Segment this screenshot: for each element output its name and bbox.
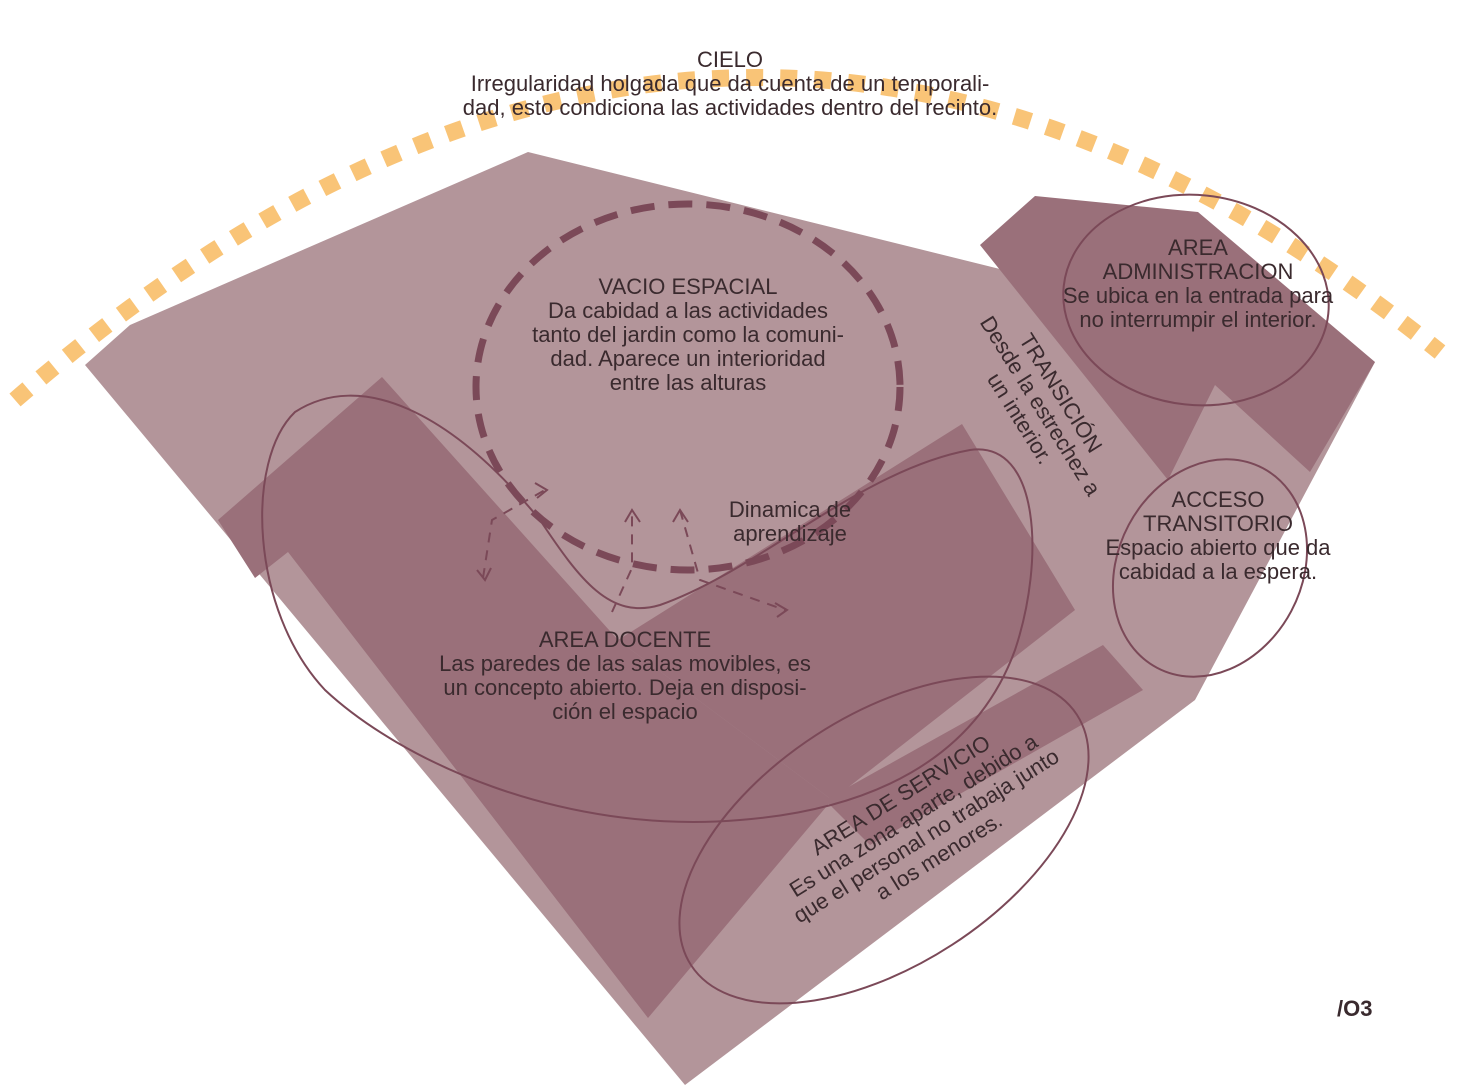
teaching-zone-right	[618, 424, 1075, 800]
arrow-head-down-left	[476, 567, 492, 582]
teaching-line-3: ción el espacio	[552, 699, 698, 724]
admin-zone	[980, 196, 1375, 480]
arrow-head-up-1	[624, 508, 641, 523]
service-outline	[678, 675, 1090, 1005]
admin-line-2: no interrumpir el interior.	[1079, 307, 1317, 332]
admin-outline	[1062, 193, 1330, 407]
access-line-2: cabidad a la espera.	[1118, 559, 1318, 584]
learning-line-1: Dinamica de	[728, 497, 852, 522]
teaching-line-1: Las paredes de las salas movibles, es	[439, 651, 811, 676]
learning-label: Dinamica de aprendizaje	[700, 498, 880, 546]
learning-arrows	[476, 482, 789, 618]
teaching-line-2: un concepto abierto. Deja en disposi-	[443, 675, 807, 700]
void-line-2: tanto del jardin como la comuni-	[532, 322, 844, 347]
sky-line-1: Irregularidad holgada que da cuenta de u…	[470, 71, 990, 96]
void-label: VACIO ESPACIAL Da cabidad a las activida…	[478, 275, 898, 395]
sky-line-2: dad, esto condiciona las actividades den…	[462, 95, 998, 120]
arrow-head-right-lower	[774, 602, 789, 618]
teaching-zone-left	[218, 377, 832, 1018]
void-circle	[472, 200, 904, 574]
void-line-1: Da cabidad a las actividades	[547, 298, 829, 323]
access-title-1: ACCESO	[1171, 487, 1265, 512]
teaching-outline	[261, 394, 1034, 823]
admin-title-1: AREA	[1168, 235, 1228, 260]
arrow-head-right-upper	[534, 482, 549, 499]
sky-arc	[9, 69, 1446, 407]
sky-title: CIELO	[696, 47, 764, 72]
page-number: /O3	[1337, 996, 1373, 1021]
access-label: ACCESO TRANSITORIO Espacio abierto que d…	[1068, 488, 1368, 584]
service-zone	[825, 645, 1143, 845]
arrow-head-up-2	[672, 508, 689, 523]
admin-line-1: Se ubica en la entrada para	[1062, 283, 1334, 308]
learning-line-2: aprendizaje	[733, 521, 847, 546]
void-line-3: dad. Aparece un interioridad	[550, 346, 826, 371]
teaching-label: AREA DOCENTE Las paredes de las salas mo…	[385, 628, 865, 724]
void-line-4: entre las alturas	[609, 370, 767, 395]
sky-label: CIELO Irregularidad holgada que da cuent…	[390, 48, 1070, 120]
arrow-path-left-up	[482, 489, 546, 579]
access-line-1: Espacio abierto que da	[1105, 535, 1331, 560]
admin-title-2: ADMINISTRACION	[1102, 259, 1294, 284]
admin-label: AREA ADMINISTRACION Se ubica en la entra…	[1018, 236, 1378, 332]
access-outline	[1111, 458, 1309, 678]
teaching-title: AREA DOCENTE	[538, 627, 712, 652]
access-title-2: TRANSITORIO	[1143, 511, 1293, 536]
void-title: VACIO ESPACIAL	[598, 274, 778, 299]
arrow-path-right	[679, 509, 786, 611]
